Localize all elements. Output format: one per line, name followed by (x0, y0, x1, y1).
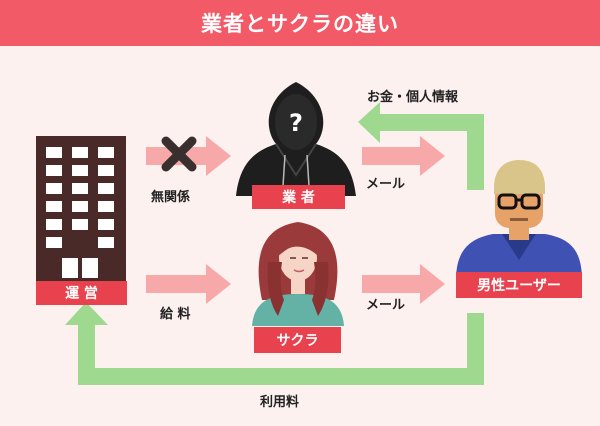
svg-text:?: ? (289, 109, 303, 137)
no-relation-label: 無関係 (151, 190, 191, 205)
pink-arrow-user-sakura (362, 264, 445, 304)
operator-tag: 運 営 (36, 281, 127, 305)
salary-label: 給 料 (160, 307, 191, 322)
mail-top-label: メール (366, 177, 406, 192)
cross-icon (161, 136, 197, 172)
money-info-label: お金・個人情報 (367, 90, 459, 105)
sakura-tag: サクラ (254, 327, 341, 353)
pink-arrow-user-gyosha (362, 136, 445, 176)
mail-bottom-label: メール (366, 298, 406, 313)
title-bar: 業者とサクラの違い (0, 0, 600, 46)
building-icon (36, 136, 126, 286)
usage-fee-arrow (65, 302, 484, 385)
pink-arrow-operator-sakura (146, 264, 231, 304)
page-title: 業者とサクラの違い (201, 12, 399, 36)
male-user-icon (456, 160, 582, 280)
money-info-arrow (358, 102, 484, 190)
usage-fee-label: 利用料 (260, 395, 300, 410)
woman-icon (252, 222, 344, 326)
hooded-figure-icon: ? (236, 82, 356, 196)
gyosha-tag: 業 者 (252, 185, 345, 209)
user-tag: 男性ユーザー (456, 272, 582, 298)
